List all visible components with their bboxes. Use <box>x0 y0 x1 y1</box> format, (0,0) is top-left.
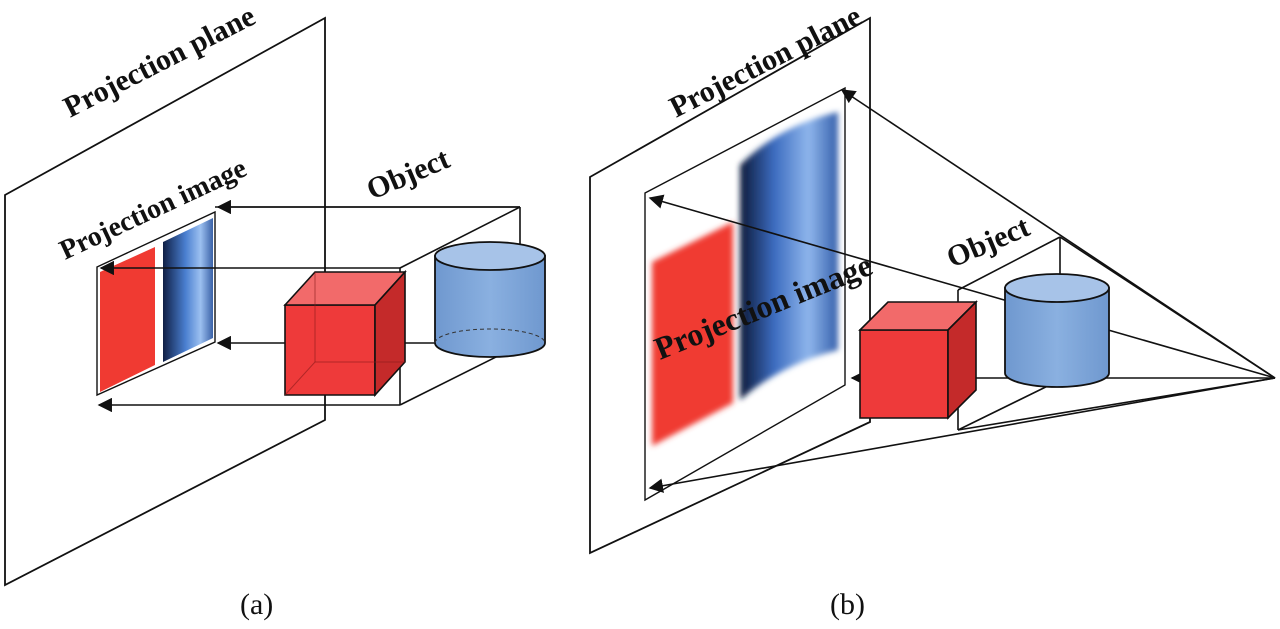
caption-b: (b) <box>830 588 865 621</box>
ray-box-top-b <box>1059 236 1276 379</box>
projection-image-blue-b <box>740 112 838 400</box>
projection-image-blue-a <box>163 218 213 362</box>
ray-upper-b <box>648 194 1276 379</box>
panel-a: Projection plane Projection image Object… <box>4 0 546 621</box>
projection-image-red-a <box>100 247 155 392</box>
object-label-a: Object <box>362 142 455 206</box>
cube-object-a <box>283 269 407 398</box>
projection-image-red-b <box>652 222 733 446</box>
box-top-side-a <box>399 206 521 269</box>
cylinder-object-b <box>1004 273 1110 388</box>
ray-bottom-b <box>648 377 1276 493</box>
panel-b: Projection plane Projection image Object… <box>589 0 1276 621</box>
cylinder-object-a <box>434 241 546 358</box>
object-label-b: Object <box>942 210 1035 274</box>
ray-box-low-b <box>957 377 1276 431</box>
box-bottom-side-b <box>957 379 1061 431</box>
cube-object-b <box>858 300 978 420</box>
caption-a: (a) <box>240 588 273 621</box>
box-top-back-b <box>957 236 1061 291</box>
